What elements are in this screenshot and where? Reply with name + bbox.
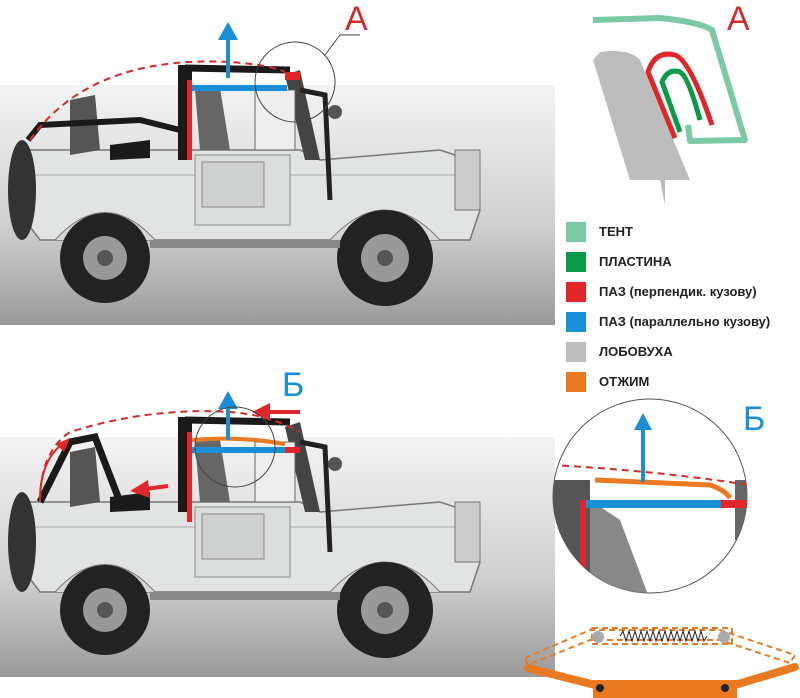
legend: ТЕНТ ПЛАСТИНА ПАЗ (перпендик. кузову) ПА…	[566, 219, 770, 399]
legend-label: ОТЖИМ	[599, 374, 650, 389]
legend-item-groove-parallel: ПАЗ (параллельно кузову)	[566, 309, 770, 334]
legend-item-tent: ТЕНТ	[566, 219, 770, 244]
clamp	[191, 436, 286, 446]
legend-label: ТЕНТ	[599, 224, 633, 239]
car-bottom-view	[0, 391, 555, 677]
groove-shape	[645, 51, 715, 139]
detail-a-label: А	[345, 0, 368, 38]
curved-arrow-icon	[39, 438, 70, 501]
up-arrow-icon	[634, 413, 652, 482]
groove-parallel	[192, 447, 287, 453]
legend-item-clamp: ОТЖИМ	[566, 369, 770, 394]
car-top-view	[0, 22, 555, 325]
up-arrow-icon	[218, 391, 238, 440]
clamp-mechanism	[523, 627, 799, 698]
groove-perp	[187, 432, 192, 522]
legend-label: ПЛАСТИНА	[599, 254, 672, 269]
legend-label: ЛОБОВУХА	[599, 344, 673, 359]
legend-swatch	[566, 311, 586, 332]
detail-b-drawing	[552, 398, 748, 594]
legend-item-windshield: ЛОБОВУХА	[566, 339, 770, 364]
legend-label: ПАЗ (перпендик. кузову)	[599, 284, 757, 299]
detail-b-heading: Б	[743, 400, 766, 438]
groove-front	[285, 72, 300, 80]
windshield-shape	[593, 51, 690, 205]
legend-swatch	[566, 341, 586, 362]
groove-perp	[187, 80, 192, 160]
rear-roll-bar-raised	[36, 432, 124, 504]
detail-a-leader	[324, 34, 360, 56]
detail-a-circle	[254, 41, 336, 123]
left-arrow-icon	[130, 480, 169, 498]
legend-swatch	[566, 371, 586, 392]
legend-item-groove-perp: ПАЗ (перпендик. кузову)	[566, 279, 770, 304]
detail-a-heading: А	[727, 0, 750, 38]
detail-a-drawing	[592, 15, 748, 205]
detail-b-label: Б	[282, 366, 305, 404]
legend-swatch	[566, 281, 586, 302]
rear-roll-bar	[25, 116, 181, 142]
tent-shape	[592, 15, 748, 144]
legend-label: ПАЗ (параллельно кузову)	[599, 314, 771, 329]
spring-icon	[619, 629, 708, 643]
detail-b-circle	[194, 406, 276, 488]
groove-front	[285, 447, 300, 453]
legend-swatch	[566, 221, 586, 242]
legend-swatch	[566, 251, 586, 272]
plate-shape	[659, 68, 703, 133]
left-arrow-icon	[252, 403, 300, 421]
up-arrow-icon	[218, 22, 238, 78]
groove-parallel	[192, 85, 287, 91]
legend-item-plate: ПЛАСТИНА	[566, 249, 770, 274]
